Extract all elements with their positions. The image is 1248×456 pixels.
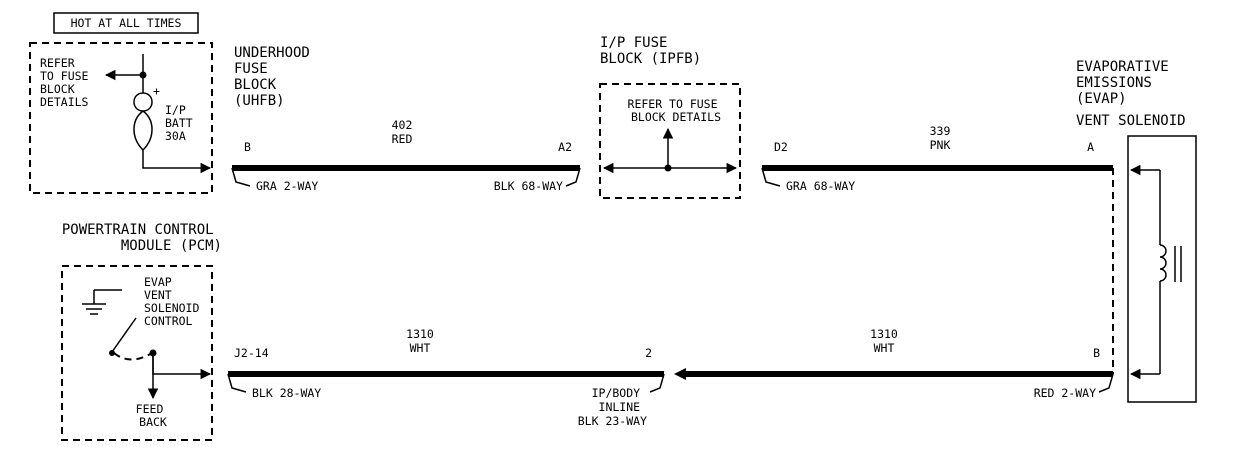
circuit-402-connector-left [231,167,251,187]
ipfb-title: I/P FUSE BLOCK (IPFB) [600,35,701,67]
fuse-icon [133,92,153,152]
circuit-339-number: 339 [930,124,951,138]
uhfb-dashed-box [29,42,213,194]
pcm-switch-pivot [109,350,115,356]
circuit-1310-left-conn-left: BLK 28-WAY [252,386,321,400]
circuit-402-conn-left: GRA 2-WAY [256,179,318,193]
pcm-title: POWERTRAIN CONTROL MODULE (PCM) [62,222,222,254]
fuse-name-label: I/P BATT 30A [165,103,200,143]
ipfb-refer-label: REFER TO FUSE BLOCK DETAILS [628,97,725,124]
pcm-switch-arm [111,317,137,353]
ground-icon [82,303,106,315]
pcm-switch-link [113,352,153,361]
circuit-402-pin-right: A2 [558,140,572,154]
circuit-339-pin-right: A [1087,140,1094,154]
circuit-1310-right-pin-right: B [1093,346,1100,360]
pcm-control-label: EVAP VENT SOLENOID CONTROL [144,275,206,328]
ipfb-splice-dot [664,164,672,172]
inline-connector-label: IP/BODY INLINE BLK 23-WAY [578,386,647,428]
inline-connector-bracket [649,373,665,393]
evap-title: EVAPORATIVE EMISSIONS (EVAP) VENT SOLENO… [1076,59,1186,129]
circuit-1310-left-pin-right: 2 [645,346,652,360]
circuit-1310-left-color: WHT [410,341,431,355]
ipfb-dashed-box [599,83,741,199]
circuit-1310-right-conn-right: RED 2-WAY [1034,386,1096,400]
circuit-1310-left-pin-left: J2-14 [234,346,269,360]
circuit-402-connector-right [565,167,581,187]
circuit-339-connector-left [761,167,781,187]
fuse-plus-sign: + [153,84,160,98]
circuit-1310-left-connector [227,373,247,393]
circuit-1310-left-number: 1310 [406,327,434,341]
circuit-339-color: PNK [930,138,951,152]
circuit-402-conn-right: BLK 68-WAY [494,179,563,193]
circuit-1310-right-color: WHT [874,341,895,355]
uhfb-title: UNDERHOOD FUSE BLOCK (UHFB) [234,45,318,109]
hot-label-box [53,12,199,34]
solenoid-box [1127,135,1197,403]
hot-label: HOT AT ALL TIMES [71,16,182,30]
circuit-402-color: RED [392,132,413,146]
solenoid-coil-icon [1159,244,1167,282]
pcm-feedback-label: FEED BACK [136,402,171,429]
fuse-output-wire [142,150,212,174]
circuit-1310-right-number: 1310 [870,327,898,341]
circuit-402-number: 402 [392,118,413,132]
pcm-dashed-box [61,265,213,441]
pcm-output-wire [152,353,212,380]
inline-female-arrow [674,368,686,380]
circuit-402-pin-left: B [244,140,251,154]
circuit-1310-right-connector [1098,373,1114,393]
circuit-339-conn-left: GRA 68-WAY [786,179,855,193]
circuit-339-pin-left: D2 [774,140,788,154]
fuse-block-details-label: REFER TO FUSE BLOCK DETAILS [40,56,95,109]
